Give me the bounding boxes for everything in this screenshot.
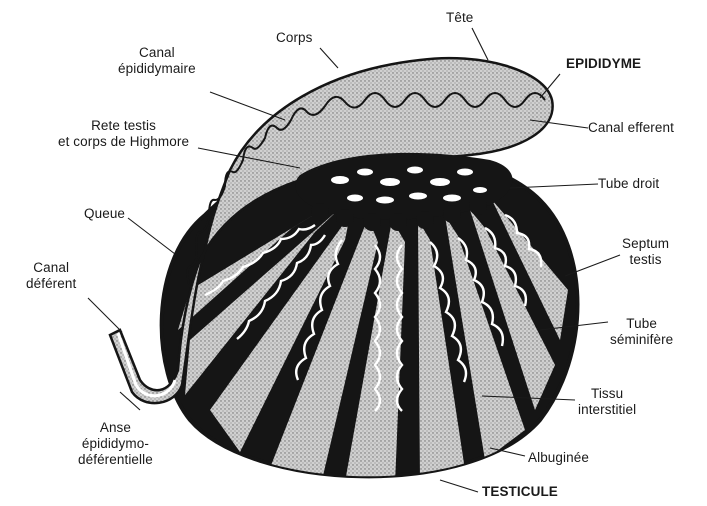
label-canal-deferent: Canal déférent bbox=[26, 260, 76, 292]
label-tete: Tête bbox=[446, 10, 473, 26]
label-albuginee: Albuginée bbox=[528, 450, 589, 466]
label-anse: Anse épididymo- déférentielle bbox=[78, 420, 153, 468]
label-tissu-interstitiel: Tissu interstitiel bbox=[578, 386, 636, 418]
label-septum-testis: Septum testis bbox=[622, 236, 669, 268]
label-canal-efferent: Canal efferent bbox=[588, 120, 674, 136]
label-queue: Queue bbox=[84, 206, 125, 222]
label-tube-droit: Tube droit bbox=[598, 176, 659, 192]
label-tube-seminifere: Tube séminifère bbox=[610, 316, 673, 348]
label-epididyme: EPIDIDYME bbox=[566, 56, 641, 72]
label-testicule: TESTICULE bbox=[482, 484, 558, 500]
label-rete-testis: Rete testis et corps de Highmore bbox=[58, 118, 189, 150]
label-corps: Corps bbox=[276, 30, 313, 46]
label-canal-epididymaire: Canal épididymaire bbox=[118, 45, 196, 77]
